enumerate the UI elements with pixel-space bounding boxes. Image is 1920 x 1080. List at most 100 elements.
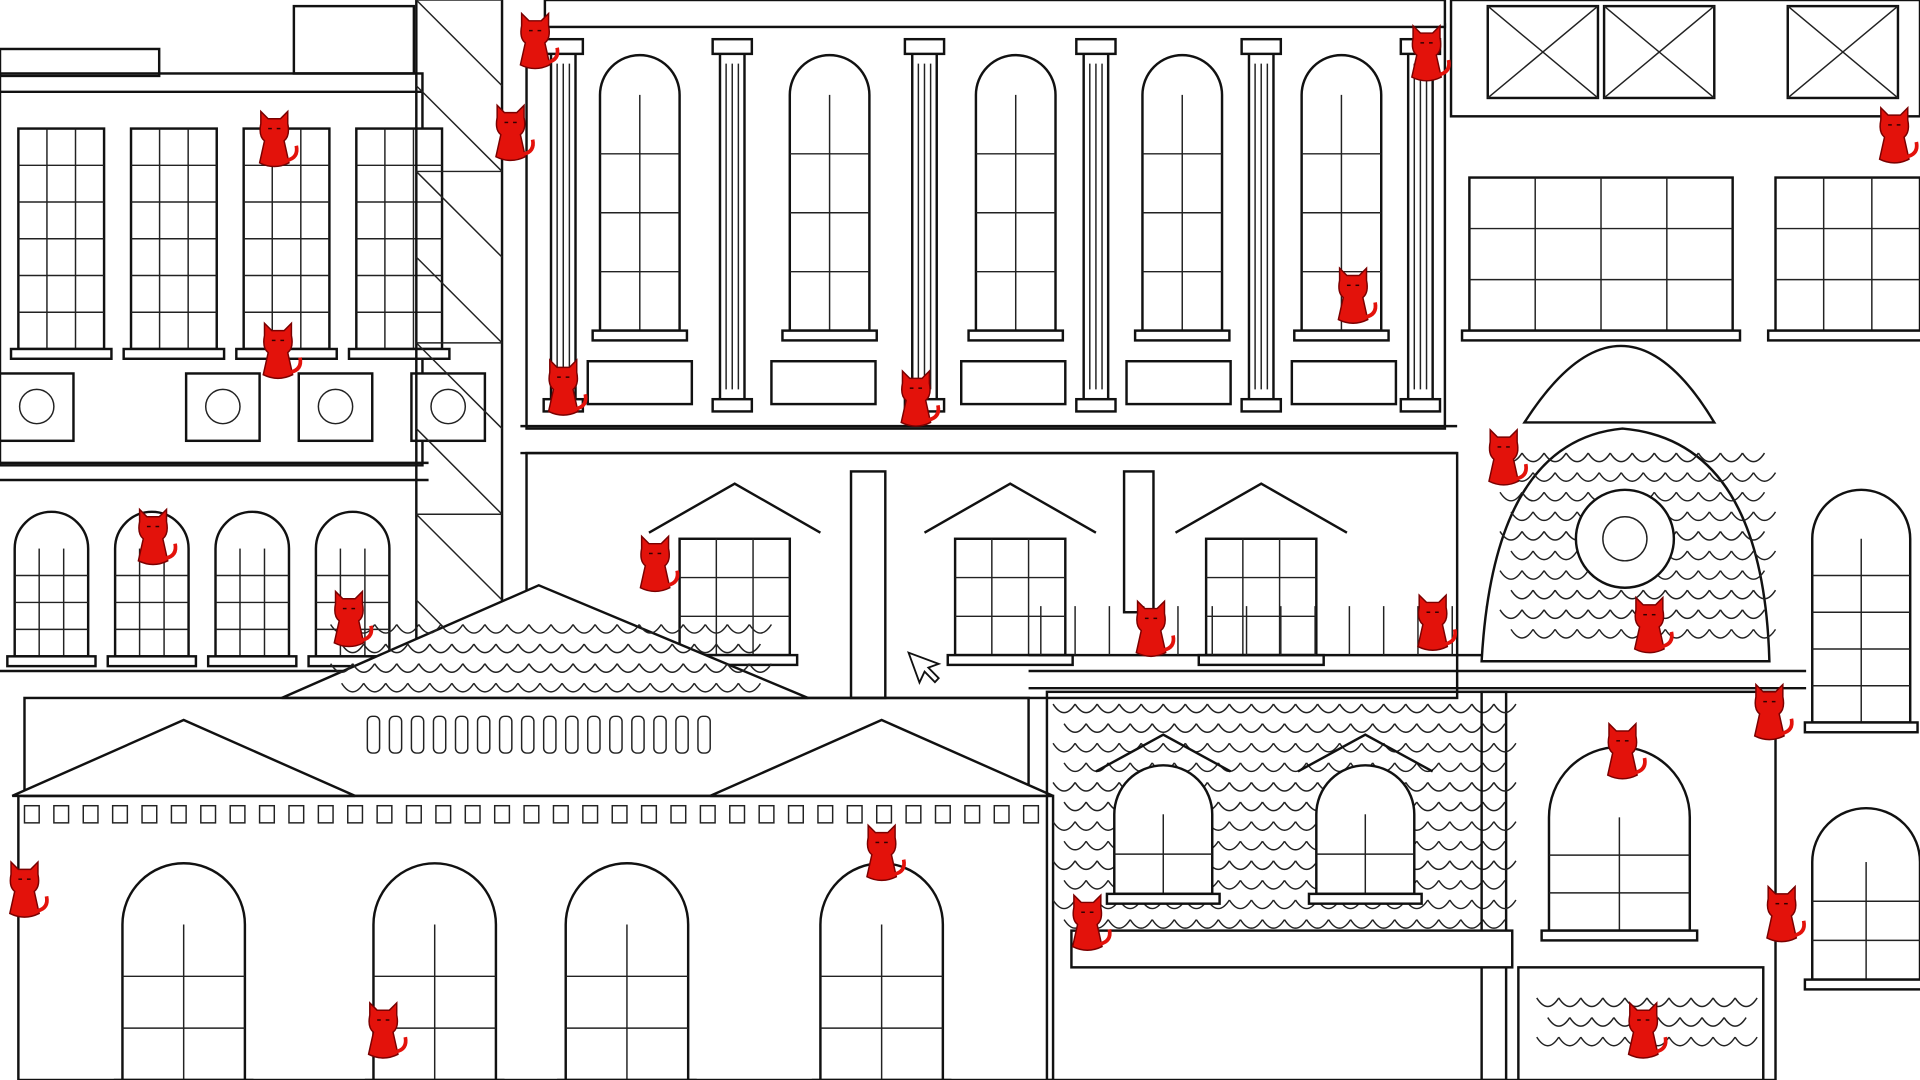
arched-window: [1293, 53, 1390, 342]
cat-icon: [8, 860, 41, 918]
window-planter: [960, 360, 1067, 406]
window: [946, 537, 1074, 667]
hidden-cat[interactable]: [1417, 593, 1457, 651]
arched-window: [1803, 806, 1920, 991]
dormer-window: [1307, 764, 1423, 905]
rose-window: [1574, 488, 1676, 589]
pilaster: [1122, 470, 1155, 614]
window-planter: [1290, 360, 1398, 406]
window-planter: [586, 360, 694, 406]
hidden-cat[interactable]: [1071, 893, 1112, 951]
baluster: [653, 715, 667, 754]
baluster: [520, 715, 535, 754]
hidden-cat[interactable]: [1627, 1001, 1668, 1059]
hidden-cat[interactable]: [639, 534, 680, 593]
hidden-cat[interactable]: [1633, 595, 1674, 654]
arched-window: [206, 510, 298, 668]
cat-icon: [1633, 595, 1665, 654]
tall-window: [347, 127, 451, 360]
baluster: [366, 715, 381, 754]
column: [1240, 37, 1283, 413]
column: [542, 37, 585, 413]
cat-icon: [137, 507, 169, 566]
cat-icon: [1627, 1001, 1659, 1059]
flower-tile: [184, 372, 261, 443]
baluster: [476, 715, 491, 754]
baluster: [675, 715, 689, 754]
pilaster: [849, 470, 887, 700]
hidden-cat[interactable]: [1337, 266, 1378, 324]
arched-window: [1540, 745, 1699, 942]
tower-base: [1480, 690, 1777, 1080]
arched-window: [6, 510, 97, 668]
hidden-cat[interactable]: [8, 860, 49, 918]
hidden-cat[interactable]: [1878, 105, 1919, 164]
arched-window: [1803, 488, 1919, 734]
arched-door-window: [113, 862, 254, 1080]
arched-window: [106, 510, 198, 668]
cat-icon: [1135, 599, 1167, 658]
hidden-cat[interactable]: [1753, 682, 1794, 741]
scaffolding: [415, 0, 504, 687]
dormer-roof: [1095, 733, 1232, 773]
ornate-panel: [1602, 4, 1716, 100]
tall-window: [9, 127, 113, 360]
roof-ledge: [0, 47, 161, 78]
baluster: [564, 715, 579, 754]
hidden-cat[interactable]: [900, 369, 941, 427]
hidden-cat[interactable]: [258, 109, 299, 168]
window-planter: [770, 360, 877, 406]
hidden-cat[interactable]: [1135, 599, 1176, 658]
pediment: [709, 718, 1054, 798]
cat-icon: [866, 823, 898, 882]
right-lower-building: [1045, 690, 1508, 1080]
hidden-cat[interactable]: [1410, 23, 1451, 82]
pediment: [648, 482, 822, 534]
lower-building: [17, 794, 1055, 1080]
arched-door-window: [811, 862, 952, 1080]
window: [1197, 537, 1325, 667]
hidden-cat[interactable]: [262, 321, 303, 380]
right-top-building: [1449, 0, 1920, 118]
window: [1460, 176, 1742, 342]
hidden-cat[interactable]: [495, 103, 535, 162]
arched-window: [781, 53, 878, 342]
arched-window: [307, 510, 398, 668]
cat-icon: [1766, 884, 1798, 943]
hidden-cat[interactable]: [519, 11, 560, 70]
arched-window: [967, 53, 1065, 342]
hidden-cat[interactable]: [1606, 721, 1647, 780]
column: [1399, 37, 1442, 413]
cat-icon: [1071, 893, 1103, 951]
cat-icon: [1337, 266, 1369, 324]
arched-door-window: [364, 862, 505, 1080]
flower-tile: [297, 372, 374, 443]
hidden-cat[interactable]: [1766, 884, 1806, 943]
cat-icon: [333, 589, 365, 648]
cat-icon: [1410, 23, 1443, 82]
cat-icon: [1606, 721, 1638, 780]
pediment: [11, 718, 356, 798]
pediment: [1174, 482, 1348, 534]
baluster: [454, 715, 469, 754]
cat-icon: [900, 369, 932, 427]
hidden-cat[interactable]: [367, 1001, 408, 1059]
arched-window: [1133, 53, 1231, 342]
hidden-cats-layer: [8, 11, 1919, 1059]
dormer-roof: [1297, 733, 1434, 773]
hidden-cat[interactable]: [866, 823, 906, 882]
pediment: [923, 482, 1097, 534]
column: [903, 37, 946, 413]
hidden-cat[interactable]: [333, 589, 374, 648]
hidden-cat[interactable]: [137, 507, 178, 566]
hidden-cat[interactable]: [547, 358, 588, 416]
cat-icon: [1878, 105, 1910, 164]
tall-window: [122, 127, 226, 360]
flower-tile: [0, 372, 75, 443]
hidden-cat[interactable]: [1488, 428, 1528, 486]
cat-icon: [367, 1001, 399, 1059]
cat-icon: [262, 321, 294, 380]
frieze: [1070, 929, 1514, 969]
